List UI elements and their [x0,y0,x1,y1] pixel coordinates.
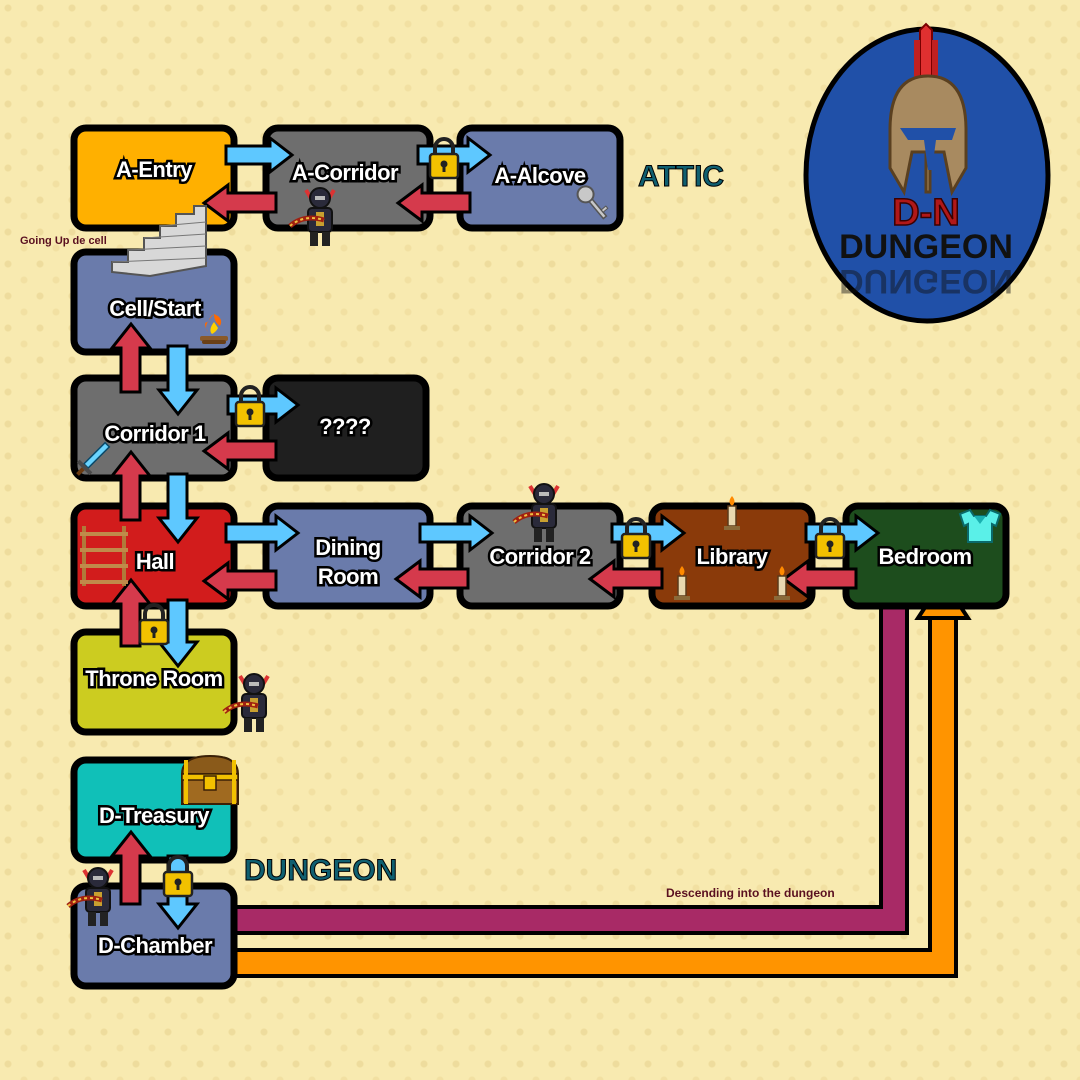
room-d-chamber[interactable]: D-Chamber [70,882,238,990]
room-dining-room[interactable]: Dining Room [262,502,434,610]
room-label: A-Alcove [494,163,586,188]
room-corridor-1[interactable]: Corridor 1 [70,374,238,482]
treasure-chest-icon [180,754,240,805]
dn-dungeon-logo: D-N DUNGEON DUNGEON [803,22,1051,324]
room-label: A-Entry [116,157,193,182]
lock-icon [138,603,170,646]
ladder-icon [80,526,128,586]
going-up-note: Going Up de cell [20,235,107,247]
stairs-icon [111,205,207,278]
room-a-alcove[interactable]: A-Alcove [456,124,624,232]
room-label: D-Chamber [98,933,213,958]
room-label-line1: Dining [315,535,380,560]
room-a-corridor[interactable]: A-Corridor [262,124,434,232]
logo-word-reflection: DUNGEON [839,262,1013,300]
room-label: Library [696,544,768,569]
spartan-helmet-icon [888,22,968,197]
room-bedroom[interactable]: Bedroom [842,502,1010,610]
room-label: ???? [319,414,371,439]
sword-icon [76,441,111,476]
room-label: D-Treasury [99,803,210,828]
room-label-line2: Room [318,564,378,589]
room-label: Corridor 2 [489,544,591,569]
campfire-icon [200,314,228,344]
room-hall[interactable]: Hall [70,502,238,610]
dungeon-label: DUNGEON [244,854,397,887]
room-cell-start[interactable]: Cell/Start [70,248,238,356]
room-throne-room[interactable]: Throne Room [70,628,238,736]
lock-icon [234,385,266,428]
room-label: Corridor 1 [104,421,206,446]
room-a-entry[interactable]: A-Entry [70,124,238,232]
attic-label: ATTIC [638,160,724,193]
room-label: A-Corridor [292,160,399,185]
logo-word: DUNGEON [839,228,1013,266]
room-label: Hall [136,549,174,574]
diamond-armor-icon [958,508,1002,543]
logo-initials: D-N [892,192,960,234]
room-label: Throne Room [85,666,223,691]
room-corridor-2[interactable]: Corridor 2 [456,502,624,610]
key-icon [576,185,609,220]
descending-note: Descending into the dungeon [666,886,835,900]
room-unknown[interactable]: ???? [262,374,430,482]
room-label: Bedroom [878,544,971,569]
room-label: Cell/Start [109,296,202,321]
